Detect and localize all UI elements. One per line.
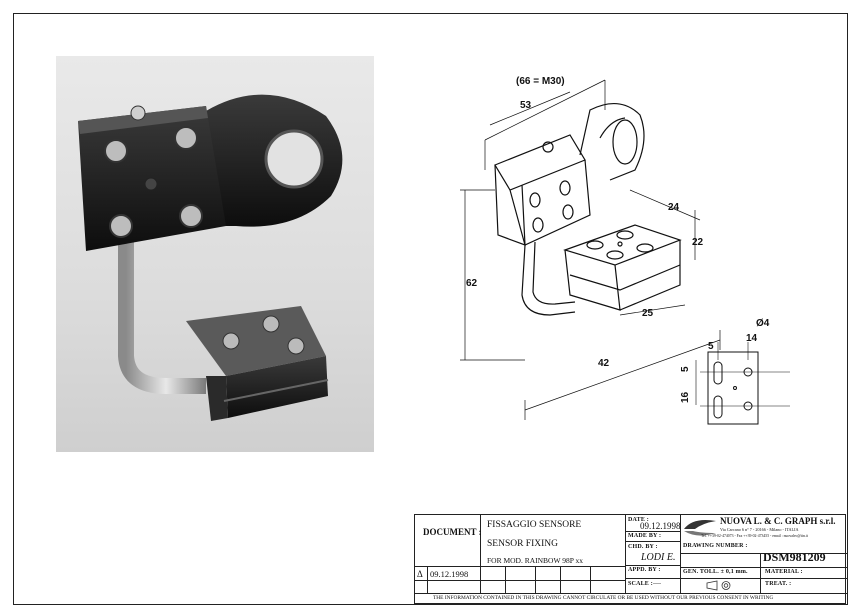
dim-25-label: 25 xyxy=(642,308,654,319)
detail-dim-14-label: 14 xyxy=(746,333,758,344)
isometric-view: (66 = M30) 53 62 24 22 25 42 5 14 Ø4 5 xyxy=(460,76,790,425)
gen-toll-label: GEN. TOLL. ± 0,1 mm. xyxy=(683,569,748,575)
title-english: SENSOR FIXING xyxy=(487,539,558,549)
product-photo xyxy=(56,56,374,452)
dim-22-label: 22 xyxy=(692,237,704,248)
company-logo-icon xyxy=(684,520,716,536)
scale-value: ---- xyxy=(653,581,661,587)
drawing-number-label: DRAWING NUMBER : xyxy=(683,543,748,549)
drawing-sheet-border xyxy=(13,13,848,605)
chd-by-value: LODI E. xyxy=(641,552,676,563)
chd-by-label: CHD. BY : xyxy=(628,544,658,550)
date-value: 09.12.1998 xyxy=(640,521,681,531)
dim-62-label: 62 xyxy=(466,278,478,289)
projection-symbol-icon xyxy=(706,580,731,591)
revision-symbol: Δ xyxy=(417,569,423,579)
detail-dim-16-label: 16 xyxy=(680,391,691,403)
revision-date: 09.12.1998 xyxy=(430,569,469,579)
date-label: DATE : xyxy=(628,517,649,523)
company-contact: Tel. ++39-02-474073 - Fax ++39-02-473455… xyxy=(701,534,808,538)
treat-label: TREAT. : xyxy=(765,581,792,587)
dim-53-label: 53 xyxy=(520,100,532,111)
dim-66-label: (66 = M30) xyxy=(516,76,565,87)
company-name: NUOVA L. & C. GRAPH s.r.l. xyxy=(720,516,836,526)
drawing-number: DSM981209 xyxy=(763,550,826,564)
title-italian: FISSAGGIO SENSORE xyxy=(487,520,582,530)
title-model: FOR MOD. RAINBOW 98P xx xyxy=(487,556,584,565)
sensor-fixing-photo xyxy=(78,94,343,421)
detail-dim-5v-label: 5 xyxy=(680,366,691,372)
dim-24-label: 24 xyxy=(668,202,680,213)
appd-by-label: APPD. BY : xyxy=(628,567,661,573)
material-label: MATERIAL : xyxy=(765,569,803,575)
company-address: Via Carcano 6 n° 7 - 20166 - Milano - IT… xyxy=(720,527,799,532)
dim-42-label: 42 xyxy=(598,358,610,369)
technical-drawing: (66 = M30) 53 62 24 22 25 42 5 14 Ø4 5 xyxy=(430,60,810,440)
scale-label: SCALE : xyxy=(628,581,653,587)
detail-dim-d4-label: Ø4 xyxy=(756,318,770,329)
title-block: DOCUMENT : FISSAGGIO SENSORE SENSOR FIXI… xyxy=(414,514,847,604)
made-by-label: MADE BY : xyxy=(628,533,662,539)
document-label: DOCUMENT : xyxy=(423,527,482,537)
detail-dim-5-label: 5 xyxy=(708,341,714,352)
disclaimer: THE INFORMATION CONTAINED IN THIS DRAWIN… xyxy=(433,595,774,601)
